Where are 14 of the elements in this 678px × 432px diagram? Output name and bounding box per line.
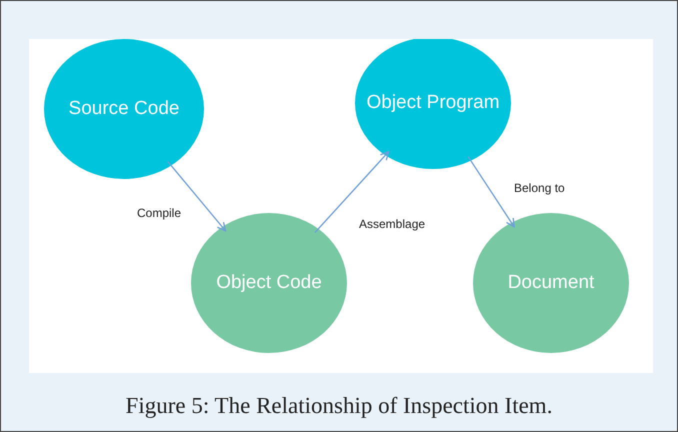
edge-label: Belong to [514, 180, 565, 197]
arrow [167, 161, 226, 232]
arrow [314, 150, 390, 234]
brush-circle [44, 39, 204, 179]
edge-label: Assemblage [359, 216, 426, 233]
brush-circle [191, 213, 347, 353]
brush-circle [473, 213, 629, 353]
node-label: Source Code [68, 96, 180, 121]
arrow [468, 156, 515, 228]
figure-caption: Figure 5: The Relationship of Inspection Item. [124, 392, 554, 420]
node-label: Object Program [366, 90, 500, 115]
node-label: Document [508, 270, 594, 295]
node-label: Object Code [216, 270, 322, 295]
edge-label: Compile [137, 205, 182, 222]
